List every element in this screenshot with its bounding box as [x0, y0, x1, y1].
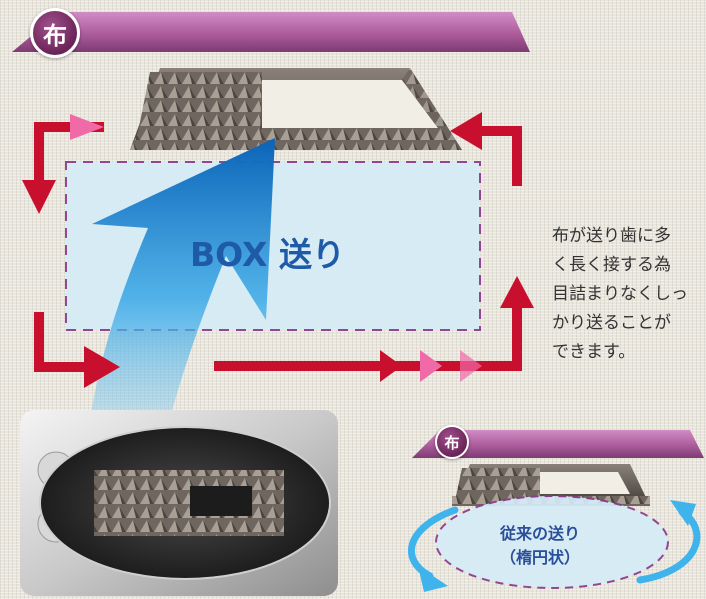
conventional-arrowhead-left — [418, 566, 448, 592]
conventional-title: 従来の送り — [499, 524, 580, 543]
fabric-sheet — [12, 12, 530, 52]
feed-dog-large — [130, 68, 462, 150]
fabric-badge-small: 布 — [435, 425, 469, 459]
conventional-feed-label: 従来の送り （楕円状） — [470, 522, 610, 570]
description-line: 布が送り歯に多 — [552, 226, 671, 246]
fabric-badge: 布 — [30, 8, 80, 58]
description-line: 目詰まりなくしっ — [552, 284, 688, 304]
conventional-arrowhead-right — [670, 500, 696, 526]
box-feed-arrows — [22, 112, 534, 388]
conventional-subtitle: （楕円状） — [499, 548, 580, 567]
fabric-sheet-small — [412, 430, 704, 458]
description-line: できます。 — [552, 342, 636, 362]
description-line: かり送ることが — [552, 313, 671, 333]
blue-arrow — [86, 138, 275, 460]
description-text: 布が送り歯に多 く長く接する為 目詰まりなくしっ かり送ることが できます。 — [552, 222, 706, 367]
feed-dog-photo — [20, 410, 338, 596]
conventional-oval — [435, 495, 669, 589]
box-feed-label: BOX 送り — [190, 235, 345, 274]
description-line: く長く接する為 — [552, 255, 671, 275]
